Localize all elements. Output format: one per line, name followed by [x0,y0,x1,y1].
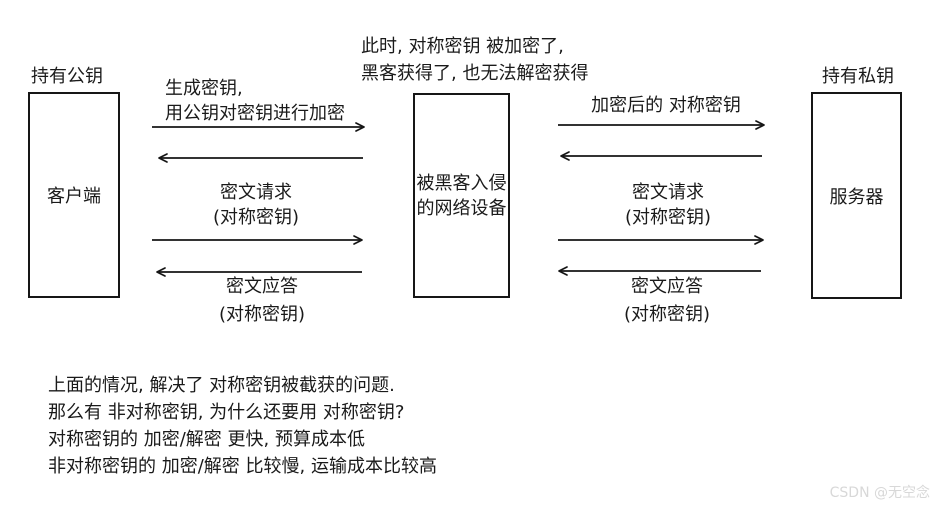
hacker-annotation: 此时, 对称密钥 被加密了, 黑客获得了, 也无法解密获得 [361,36,589,84]
server-key-caption: 持有私钥 [822,66,894,87]
server-box-label: 服务器 [829,186,884,208]
note-line-4: 非对称密钥的 加密/解密 比较慢, 运输成本比较高 [48,456,437,477]
right-cipher-reply-label: 密文应答 (对称密钥) [623,276,711,325]
client-key-caption: 持有公钥 [31,66,103,87]
csdn-watermark: CSDN @无空念 [829,485,930,501]
note-line-3: 对称密钥的 加密/解密 更快, 预算成本低 [48,429,365,450]
note-line-2: 那么有 非对称密钥, 为什么还要用 对称密钥? [48,402,405,423]
client-box-label: 客户端 [47,186,101,207]
note-line-1: 上面的情况, 解决了 对称密钥被截获的问题. [48,375,395,396]
generate-key-message-label: 生成密钥, 用公钥对密钥进行加密 [165,78,345,124]
server-box: 服务器 [811,92,902,299]
encrypted-key-message-label: 加密后的 对称密钥 [591,95,741,116]
client-box: 客户端 [28,92,120,298]
right-cipher-request-label: 密文请求 (对称密钥) [624,182,712,228]
left-cipher-request-label: 密文请求 (对称密钥) [212,182,300,228]
bottom-notes: 上面的情况, 解决了 对称密钥被截获的问题. 那么有 非对称密钥, 为什么还要用… [48,372,437,480]
hacked-device-box: 被黑客入侵 的网络设备 [413,93,510,298]
left-cipher-reply-label: 密文应答 (对称密钥) [218,276,306,325]
hacked-device-box-label: 被黑客入侵 的网络设备 [416,172,507,219]
